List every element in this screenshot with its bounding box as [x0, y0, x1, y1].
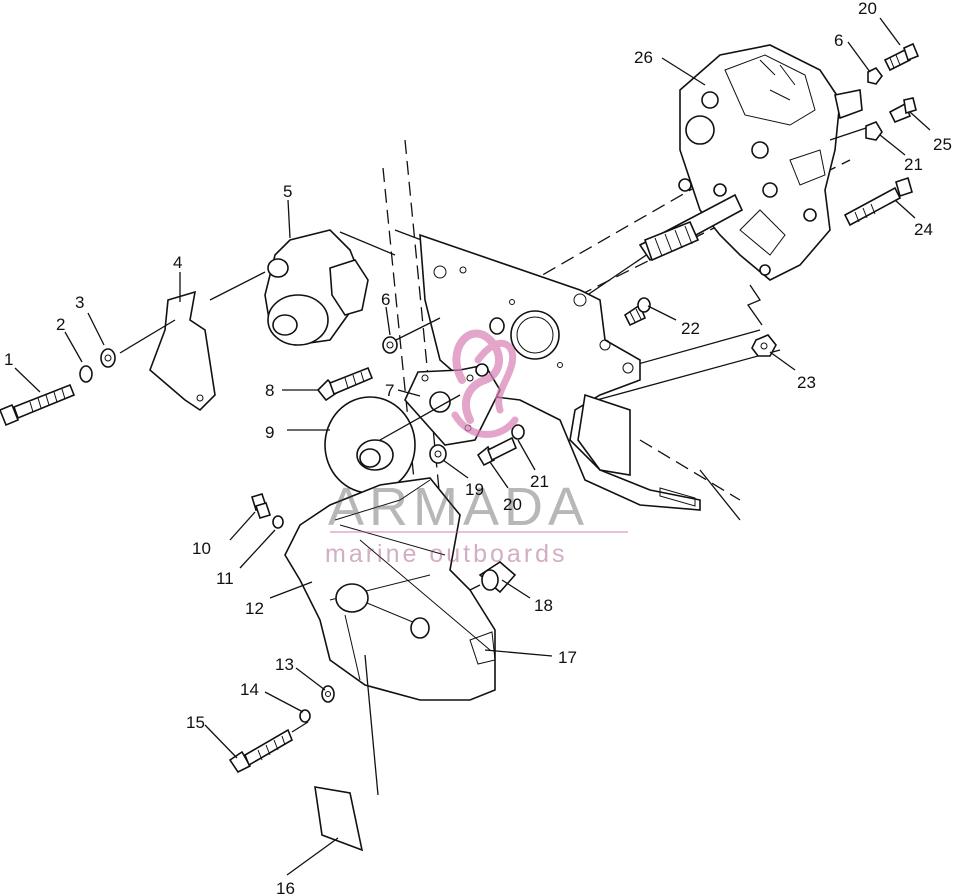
bolt-22 [623, 297, 651, 327]
callout-3: 3 [75, 293, 84, 312]
callout-1: 1 [4, 350, 13, 369]
callout-21a: 21 [530, 472, 549, 491]
callout-17: 17 [558, 648, 577, 667]
belt-guard [284, 477, 496, 701]
callout-2: 2 [56, 315, 65, 334]
top-right-fasteners [829, 42, 920, 227]
watermark-brand: ARMADA [328, 477, 589, 537]
bolt-assembly-left [0, 271, 266, 427]
callout-6a: 6 [381, 290, 390, 309]
callout-10: 10 [192, 539, 211, 558]
center-fasteners [429, 424, 525, 467]
drive-motor [264, 229, 396, 346]
callout-5: 5 [283, 182, 292, 201]
callout-4: 4 [173, 253, 182, 272]
decal-16 [314, 654, 379, 852]
callout-20a: 20 [503, 495, 522, 514]
callout-7: 7 [385, 381, 394, 400]
callout-15: 15 [186, 713, 205, 732]
drive-pulley [324, 394, 461, 494]
callout-20b: 20 [858, 0, 877, 18]
callout-13: 13 [275, 655, 294, 674]
callout-11: 11 [216, 569, 234, 588]
spacer-18 [469, 561, 517, 594]
callout-18: 18 [534, 596, 553, 615]
callout-19: 19 [465, 480, 484, 499]
nut-23 [747, 284, 777, 357]
leader-lines [14, 17, 931, 876]
callout-22: 22 [681, 319, 700, 338]
callout-23: 23 [797, 373, 816, 392]
watermark-tagline: marine outboards [325, 540, 568, 568]
small-fasteners [250, 493, 284, 529]
frame-plate [419, 233, 701, 511]
callout-16: 16 [276, 879, 295, 896]
callout-9: 9 [265, 423, 274, 442]
drive-shaft [638, 193, 744, 262]
callout-25: 25 [933, 135, 952, 154]
bolt-8 [316, 317, 505, 402]
callout-8: 8 [265, 381, 274, 400]
callout-21b: 21 [904, 155, 923, 174]
watermark-logo-icon [451, 329, 519, 438]
bracket [149, 290, 216, 412]
callout-12: 12 [245, 599, 264, 618]
callout-14: 14 [240, 680, 259, 699]
watermark: ARMADA marine outboards [325, 329, 628, 568]
callout-6b: 6 [834, 31, 843, 50]
callout-24: 24 [914, 220, 933, 239]
gearcase [678, 44, 863, 281]
callout-labels: 1 2 3 4 5 6 6 7 8 9 10 11 12 13 14 15 16… [4, 0, 952, 896]
bottom-fasteners [228, 685, 335, 774]
callout-26: 26 [634, 48, 653, 67]
